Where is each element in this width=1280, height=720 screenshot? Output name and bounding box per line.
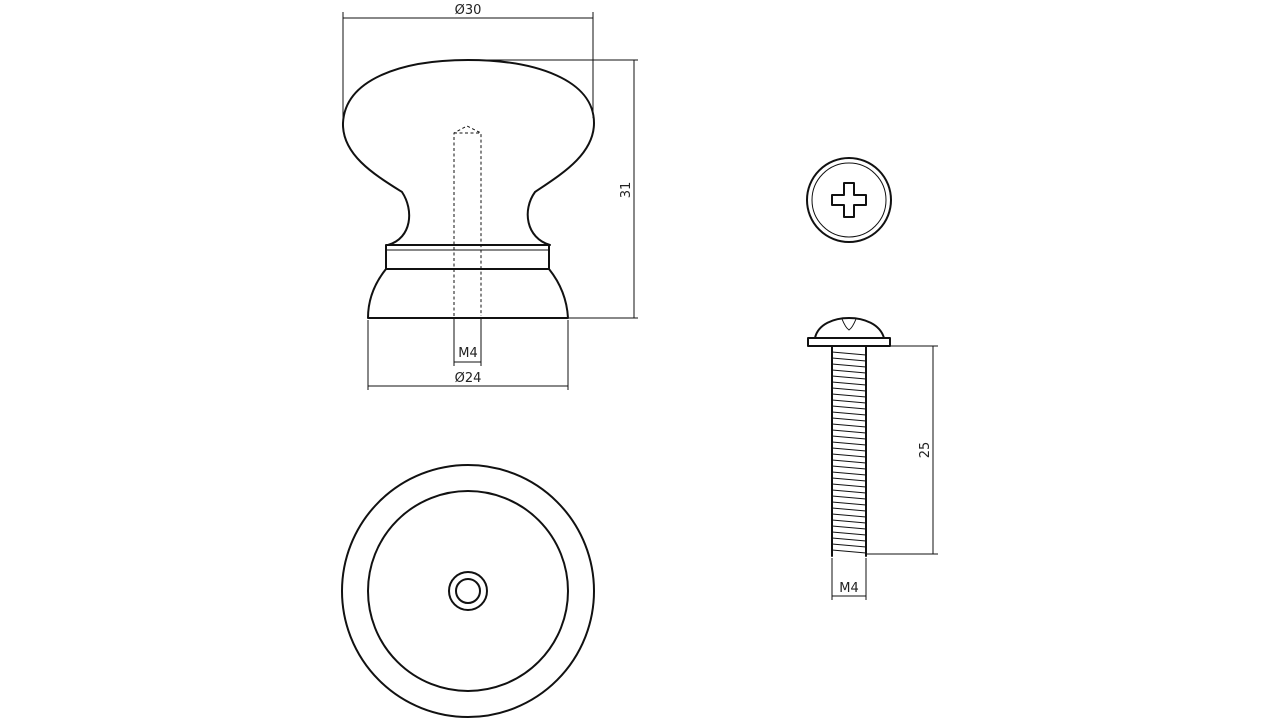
dim-knob-height: 31 (470, 59, 638, 319)
dim-top-diameter-label: Ø30 (455, 3, 482, 18)
screw-thread-ridge (831, 417, 867, 422)
knob-bottom-insert-outer (448, 571, 488, 611)
screw-thread-ridge (831, 507, 867, 512)
screw-thread-ridge (831, 369, 867, 374)
screw-thread-ridge (831, 393, 867, 398)
dim-top-diameter: Ø30 (342, 3, 594, 118)
screw-thread-ridge (831, 531, 867, 536)
dim-knob-height-label: 31 (619, 182, 634, 199)
screw-thread-ridge (831, 465, 867, 470)
screw-side-view (807, 317, 891, 557)
screw-thread-ridge (831, 441, 867, 446)
screw-thread-ridge (831, 477, 867, 482)
knob-hidden-bore (453, 125, 482, 316)
screw-thread-ridge (831, 387, 867, 392)
screw-thread-ridge (831, 429, 867, 434)
dim-screw-thread: M4 (831, 558, 867, 600)
screw-thread-ridge (831, 423, 867, 428)
screw-head-flange (807, 337, 891, 347)
knob-collar (385, 244, 550, 270)
screw-thread-ridge (831, 543, 867, 548)
screw-thread-ridge (831, 489, 867, 494)
screw-thread-ridge (831, 405, 867, 410)
screw-thread-ridge (831, 495, 867, 500)
knob-base (367, 268, 569, 319)
knob-bottom-insert-inner (455, 578, 481, 604)
dim-knob-thread: M4 (453, 318, 482, 366)
knob-side-view (341, 59, 595, 319)
screw-thread-ridge (831, 501, 867, 506)
screw-top-inner-circle (811, 162, 887, 238)
screw-thread-ridge (831, 435, 867, 440)
screw-thread-ridge (831, 513, 867, 518)
screw-thread-ridge (831, 447, 867, 452)
screw-thread-ridge (831, 471, 867, 476)
screw-thread-ridge (831, 381, 867, 386)
phillips-cross-icon (831, 182, 867, 218)
screw-thread-ridge (831, 549, 867, 554)
screw-thread-ridge (831, 519, 867, 524)
dim-base-diameter: Ø24 (367, 320, 569, 390)
knob-bottom-base-circle (367, 490, 569, 692)
screw-thread-ridge (831, 483, 867, 488)
screw-thread-ridge (831, 459, 867, 464)
screw-thread-ridge (831, 411, 867, 416)
dim-screw-thread-label: M4 (839, 581, 859, 596)
screw-head-slot (841, 318, 857, 331)
screw-top-outer-circle (806, 157, 892, 243)
dim-knob-thread-label: M4 (458, 346, 478, 361)
screw-thread-ridge (831, 453, 867, 458)
screw-thread-ridge (831, 375, 867, 380)
dim-screw-length: 25 (866, 345, 938, 555)
screw-top-view (806, 157, 892, 243)
dim-base-diameter-label: Ø24 (455, 371, 482, 386)
screw-thread-ridge (831, 351, 867, 356)
knob-bottom-outer-circle (341, 464, 595, 718)
knob-head-outline (341, 59, 595, 246)
screw-thread-ridge (831, 525, 867, 530)
screw-thread-ridge (831, 357, 867, 362)
screw-thread-ridge (831, 363, 867, 368)
dim-screw-length-label: 25 (918, 442, 933, 459)
screw-thread-ridge (831, 399, 867, 404)
knob-bottom-view (341, 464, 595, 718)
screw-thread-ridge (831, 537, 867, 542)
screw-head-dome (814, 317, 885, 339)
screw-threads (831, 351, 867, 554)
